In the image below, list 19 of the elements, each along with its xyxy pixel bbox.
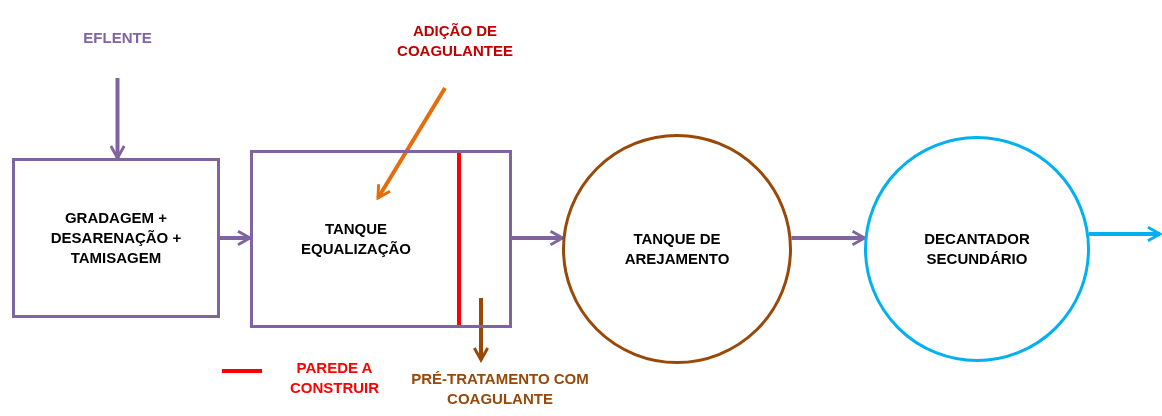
arrow — [512, 229, 564, 247]
arrow — [1089, 225, 1162, 243]
legend-label: PAREDE A CONSTRUIR — [288, 358, 381, 399]
annotation-text: EFLENTE — [83, 27, 152, 48]
node-label: DECANTADOR SECUNDÁRIO — [923, 228, 1031, 269]
arrow — [376, 86, 447, 200]
tank-circle — [864, 136, 1090, 362]
process-box — [12, 158, 220, 318]
arrow — [791, 229, 866, 247]
arrow — [109, 78, 126, 160]
node-label: TANQUE DE AREJAMENTO — [623, 228, 731, 269]
node-label: TANQUE EQUALIZAÇÃO — [300, 218, 412, 259]
node-label: GRADAGEM + DESARENAÇÃO + TAMISAGEM — [49, 207, 183, 269]
arrow — [220, 229, 252, 247]
tank-circle — [562, 134, 792, 364]
annotation-text: PRÉ-TRATAMENTO COM COAGULANTE — [410, 368, 590, 409]
annotation-text: ADIÇÃO DE COAGULANTEE — [396, 20, 514, 61]
process-box — [250, 150, 512, 328]
arrow — [472, 298, 490, 362]
